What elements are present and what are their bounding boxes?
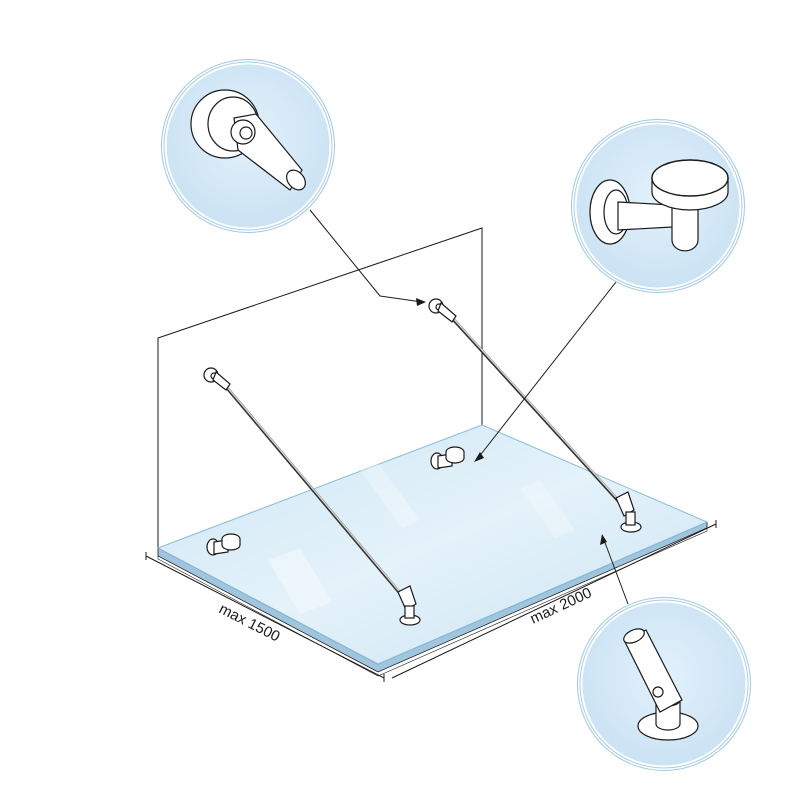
callout-glass-clamp-bracket [571, 119, 745, 293]
callout-rod-end-glass-fitting [577, 597, 751, 771]
leader-lines [309, 209, 629, 605]
glass-clamp-left [206, 533, 241, 556]
wall-outline [157, 227, 483, 548]
glass-canopy [156, 424, 709, 677]
tension-rod-left [203, 367, 421, 626]
glass-clamp-right [430, 446, 465, 470]
callout-wall-rod-bracket [161, 59, 335, 233]
tension-rod-right [428, 298, 642, 533]
